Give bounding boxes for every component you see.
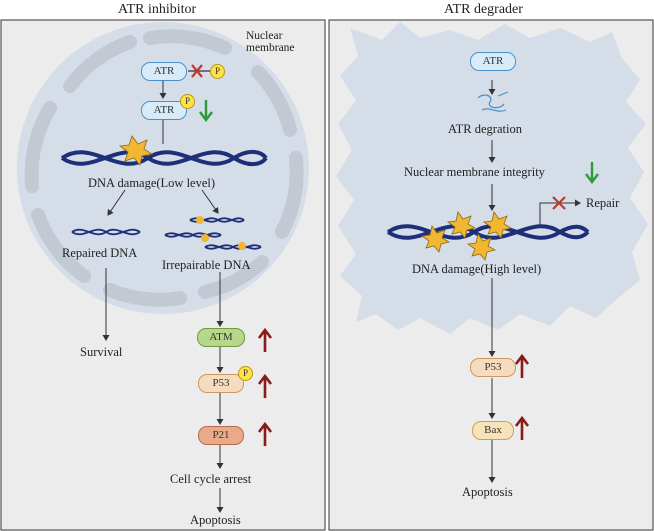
damage-star-left [118, 135, 154, 166]
irreparable-dna-label: Irrepairable DNA [162, 258, 251, 272]
p53-pill-left: P53 [198, 374, 244, 393]
bax-pill: Bax [472, 421, 514, 440]
up-arrows-left [257, 327, 273, 446]
repaired-dna-label: Repaired DNA [62, 246, 138, 260]
up-arrows-right [514, 353, 530, 440]
down-arrow-green-right [585, 162, 599, 184]
p21-pill: P21 [198, 426, 244, 445]
damage-dot-3 [238, 242, 246, 250]
right-panel-title: ATR degrader [444, 2, 523, 17]
atm-pill: ATM [197, 328, 245, 347]
nuclear-membrane [24, 29, 304, 307]
dna-damage-high-label: DNA damage(High level) [412, 262, 542, 276]
p53-pill-right: P53 [470, 358, 516, 377]
cell-cycle-arrest-label: Cell cycle arrest [170, 472, 252, 486]
atr-pill-right: ATR [470, 52, 516, 71]
atr-pill-left-1: ATR [141, 62, 187, 81]
left-panel-title: ATR inhibitor [118, 2, 197, 17]
arrow-to-repaired [107, 189, 126, 216]
apoptosis-left-label: Apoptosis [190, 513, 241, 527]
repair-label: Repair [586, 196, 620, 210]
phospho-badge-2: P [180, 94, 195, 109]
damage-dot-2 [201, 234, 209, 242]
atr-degradation-label: ATR degration [448, 122, 522, 136]
down-arrow-green-left [199, 100, 213, 122]
nuclear-membrane-integrity-label: Nuclear membrane integrity [404, 165, 545, 179]
arrow-to-irreparable [201, 189, 219, 214]
degraded-atr-icon [477, 91, 509, 112]
inhibit-x-left [191, 64, 203, 78]
repaired-dna-helix [71, 228, 141, 236]
disrupted-nucleus [336, 22, 648, 334]
nuclear-membrane-line-1: Nuclear [246, 30, 283, 42]
apoptosis-right-label: Apoptosis [462, 485, 513, 499]
damage-stars-right [420, 211, 513, 261]
survival-label: Survival [80, 345, 123, 359]
atr-pill-left-2: ATR [141, 101, 187, 120]
dna-damage-low-label: DNA damage(Low level) [88, 176, 216, 190]
dna-helix-left [60, 150, 268, 166]
phospho-badge-3: P [238, 366, 253, 381]
phospho-badge-1: P [210, 64, 225, 79]
repair-arrow [539, 199, 581, 228]
damage-dot-1 [196, 216, 204, 224]
nuclear-membrane-label: Nuclear membrane [246, 30, 295, 54]
nucleus [17, 22, 309, 314]
nuclear-membrane-line-2: membrane [246, 42, 295, 54]
inhibit-x-right [552, 196, 566, 210]
